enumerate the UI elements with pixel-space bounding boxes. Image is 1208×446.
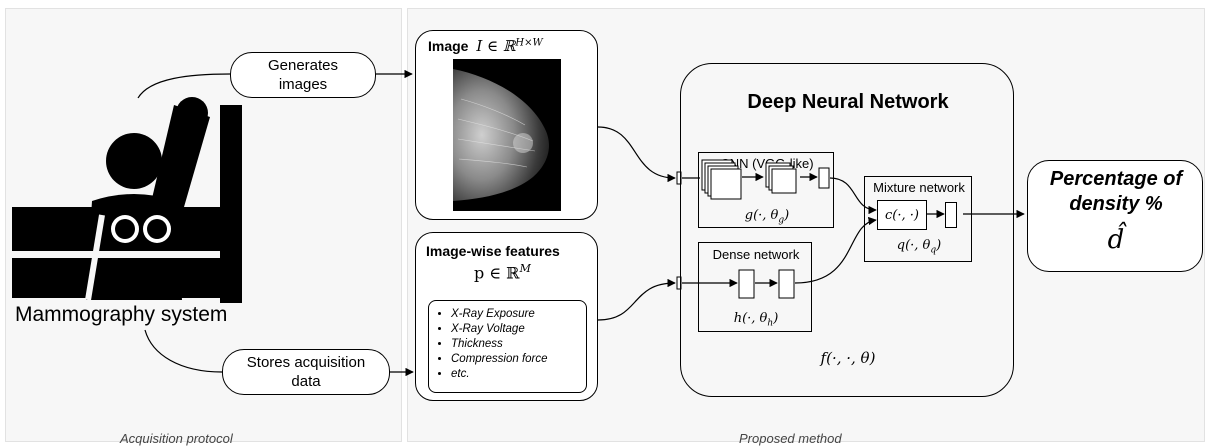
dnn-box: Deep Neural Network f(·, ·, θ) [680,63,1014,397]
mixture-box: Mixture network c(·, ·) q(·, θq) [864,176,972,262]
mixture-label: Mixture network [873,180,965,195]
cnn-function: g(·, θg) [744,208,790,226]
dense-label: Dense network [712,247,800,262]
arrow-system-to-stores [144,329,223,373]
generates-images-pill: Generates images [230,52,376,98]
image-box: Image I ∈ ℝH×W [415,30,598,220]
method-caption: Proposed method [739,431,842,446]
features-list: X-Ray Exposure X-Ray Voltage Thickness C… [433,307,582,382]
features-title: Image-wise features [426,243,560,259]
feature-item: X-Ray Voltage [451,322,582,337]
dense-function: h(·, θh) [733,311,779,329]
output-symbol: d̂ [1107,225,1125,255]
arrow-features-to-dense [597,278,676,321]
mammography-system-icon [12,97,242,303]
dnn-function: f(·, ·, θ) [820,349,876,367]
mixture-output-unit [945,202,957,228]
arrow-system-to-generates [137,73,231,99]
image-title: Image I ∈ ℝH×W [428,37,543,55]
cnn-layers [701,159,830,200]
dense-box: Dense network h(·, θh) [698,242,812,332]
feature-item: Thickness [451,337,582,352]
feature-item: etc. [451,367,582,382]
features-list-box: X-Ray Exposure X-Ray Voltage Thickness C… [428,300,587,393]
arrow-image-to-cnn [597,126,676,183]
mixture-combine: c(·, ·) [877,200,927,230]
mammogram-image [453,59,561,211]
output-box: Percentage of density % d̂ [1027,160,1203,272]
mammography-system-label: Mammography system [15,303,228,326]
output-title: Percentage of density % [1049,168,1183,215]
mixture-function: q(·, θq) [896,238,942,256]
feature-item: X-Ray Exposure [451,307,582,322]
acquisition-caption: Acquisition protocol [120,431,233,446]
stores-acquisition-pill: Stores acquisition data [222,349,390,395]
features-math: p ∈ ℝM [474,262,531,283]
feature-item: Compression force [451,352,582,367]
dense-layers [738,269,795,299]
image-features-box: Image-wise features p ∈ ℝM X-Ray Exposur… [415,232,598,401]
dnn-title: Deep Neural Network [747,91,949,113]
